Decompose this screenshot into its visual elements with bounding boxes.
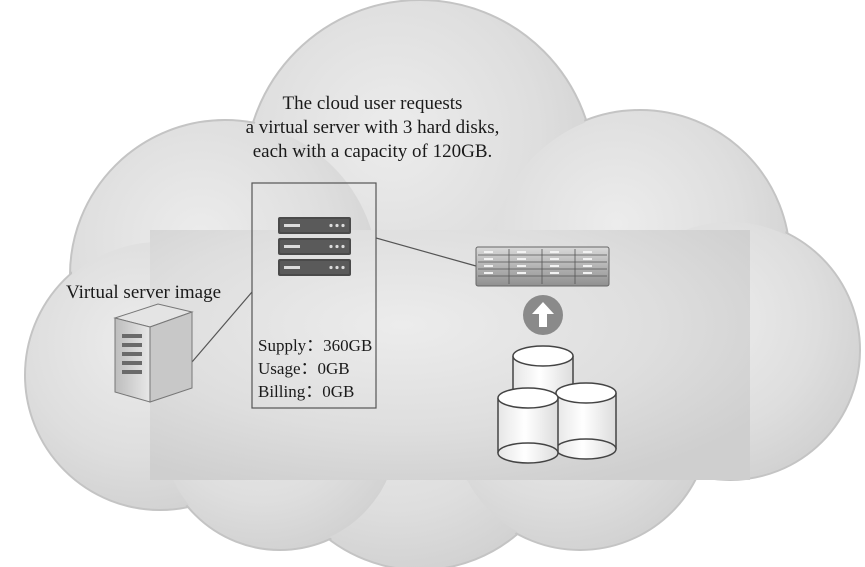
disk-cylinder (555, 382, 617, 460)
virtual-server-stats: Supply：360GB Usage：0GB Billing：0GB (258, 334, 372, 403)
request-line: each with a capacity of 120GB. (252, 141, 493, 162)
request-line: The cloud user requests (282, 93, 463, 114)
disk-cylinder (497, 387, 559, 464)
disk-cylinders-icon (497, 345, 617, 464)
connector-line (375, 237, 477, 267)
arrow-up-circle-icon (523, 295, 563, 335)
stat-supply: Supply：360GB (258, 336, 373, 355)
request-line: a virtual server with 3 hard disks, (245, 117, 500, 138)
request-description: The cloud user requests a virtual server… (0, 92, 745, 164)
storage-array-icon (475, 246, 610, 287)
tower-server-icon (113, 303, 194, 403)
rack-server-stack-icon (278, 217, 351, 276)
connector-line (191, 291, 253, 363)
stat-usage: Usage：0GB (258, 359, 350, 378)
stat-billing: Billing：0GB (258, 382, 355, 401)
virtual-server-box (251, 182, 377, 409)
virtual-server-image-label: Virtual server image (66, 282, 222, 303)
